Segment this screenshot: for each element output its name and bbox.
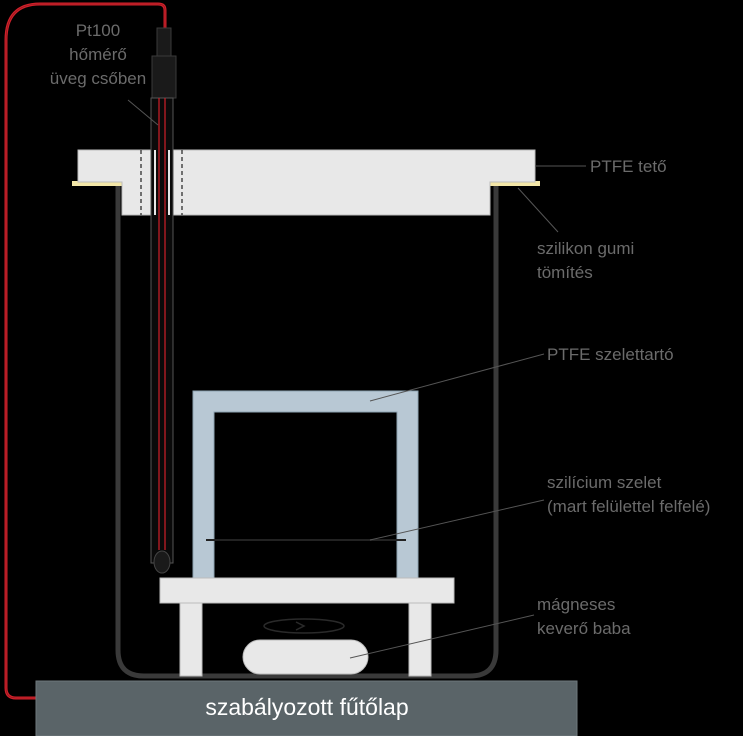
ptfe-wafer-holder — [192, 390, 419, 579]
thermometer-cable-head — [156, 27, 172, 59]
hotplate-label: szabályozott fűtőlap — [205, 694, 408, 720]
platform-leg-left — [179, 602, 203, 677]
rotation-indicator — [263, 618, 345, 634]
platform-top — [159, 577, 455, 604]
leader-holder — [369, 353, 545, 402]
hotplate — [35, 680, 578, 736]
lid-label: PTFE tető — [590, 157, 667, 176]
seal-right — [490, 181, 540, 186]
holder-label: PTFE szelettartó — [547, 345, 674, 364]
thermometer-label-line2: hőmérő — [69, 45, 127, 64]
stirrer-label-line2: keverő baba — [537, 619, 631, 638]
thermometer-label-line3: üveg csőben — [50, 69, 146, 88]
leader-wafer — [369, 499, 545, 541]
sensor-wire — [4, 2, 167, 700]
sensor-bulb — [153, 550, 171, 574]
ptfe-lid — [77, 149, 536, 216]
thermometer-label-line1: Pt100 — [76, 21, 120, 40]
magnetic-stir-bar — [242, 639, 369, 675]
leader-seal — [517, 187, 559, 233]
beaker — [115, 185, 499, 679]
seal-left — [72, 181, 122, 186]
wafer-label-line2: (mart felülettel felfelé) — [547, 497, 710, 516]
sensor-wire-outline — [5, 3, 166, 699]
seal-label-line2: tömítés — [537, 263, 593, 282]
rotation-arrow — [295, 621, 306, 631]
wafer-label-line1: szilícium szelet — [547, 473, 662, 492]
thermometer-handle — [151, 55, 177, 99]
stirrer-label-line1: mágneses — [537, 595, 615, 614]
leader-stirrer — [349, 614, 535, 659]
seal-label-line1: szilikon gumi — [537, 239, 634, 258]
leader-thermometer — [127, 99, 159, 126]
